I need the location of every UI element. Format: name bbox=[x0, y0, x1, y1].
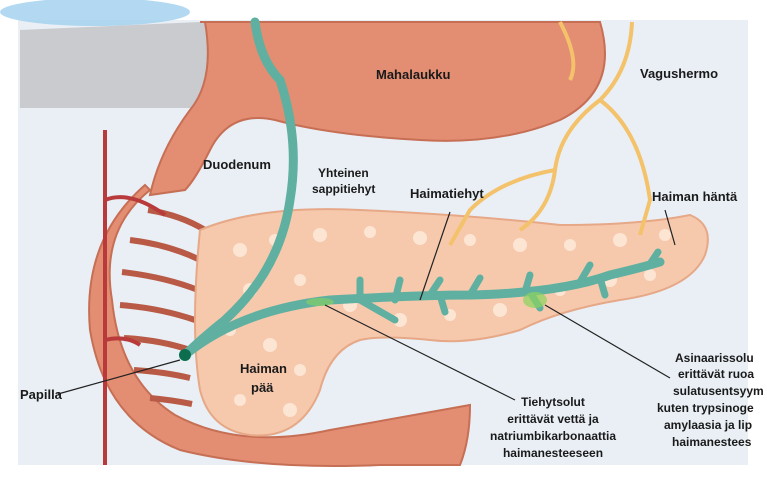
label-duodenum: Duodenum bbox=[203, 157, 271, 172]
label-asinaari-3: sulatusentsyym bbox=[673, 384, 764, 398]
label-tiehytsolut-2: erittävät vettä ja bbox=[507, 412, 599, 426]
grey-patch bbox=[20, 22, 215, 108]
label-asinaari-5: amylaasia ja lip bbox=[664, 418, 752, 432]
label-vagushermo: Vagushermo bbox=[640, 66, 718, 81]
label-yhteinen-2: sappitiehyt bbox=[312, 182, 375, 196]
label-haiman-paa-1: Haiman bbox=[240, 361, 287, 376]
label-asinaari-6: haimanestees bbox=[672, 435, 752, 449]
label-haiman-paa-2: pää bbox=[251, 380, 274, 395]
label-tiehytsolut-1: Tiehytsolut bbox=[521, 395, 585, 409]
papilla-opening bbox=[179, 349, 191, 361]
label-tiehytsolut-3: natriumbikarbonaattia bbox=[490, 429, 616, 443]
label-haimatiehyt: Haimatiehyt bbox=[410, 186, 484, 201]
label-asinaari-1: Asinaarissolu bbox=[675, 351, 754, 365]
label-asinaari-2: erittävät ruoa bbox=[678, 367, 754, 381]
acinar-cells bbox=[523, 292, 547, 308]
label-tiehytsolut-4: haimanesteeseen bbox=[503, 446, 603, 460]
label-asinaari-4: kuten trypsinoge bbox=[657, 401, 754, 415]
label-papilla: Papilla bbox=[20, 387, 63, 402]
label-haiman-hanta: Haiman häntä bbox=[652, 189, 738, 204]
label-yhteinen-1: Yhteinen bbox=[318, 166, 369, 180]
ductal-cells bbox=[306, 298, 334, 306]
label-mahalaukku: Mahalaukku bbox=[376, 67, 450, 82]
